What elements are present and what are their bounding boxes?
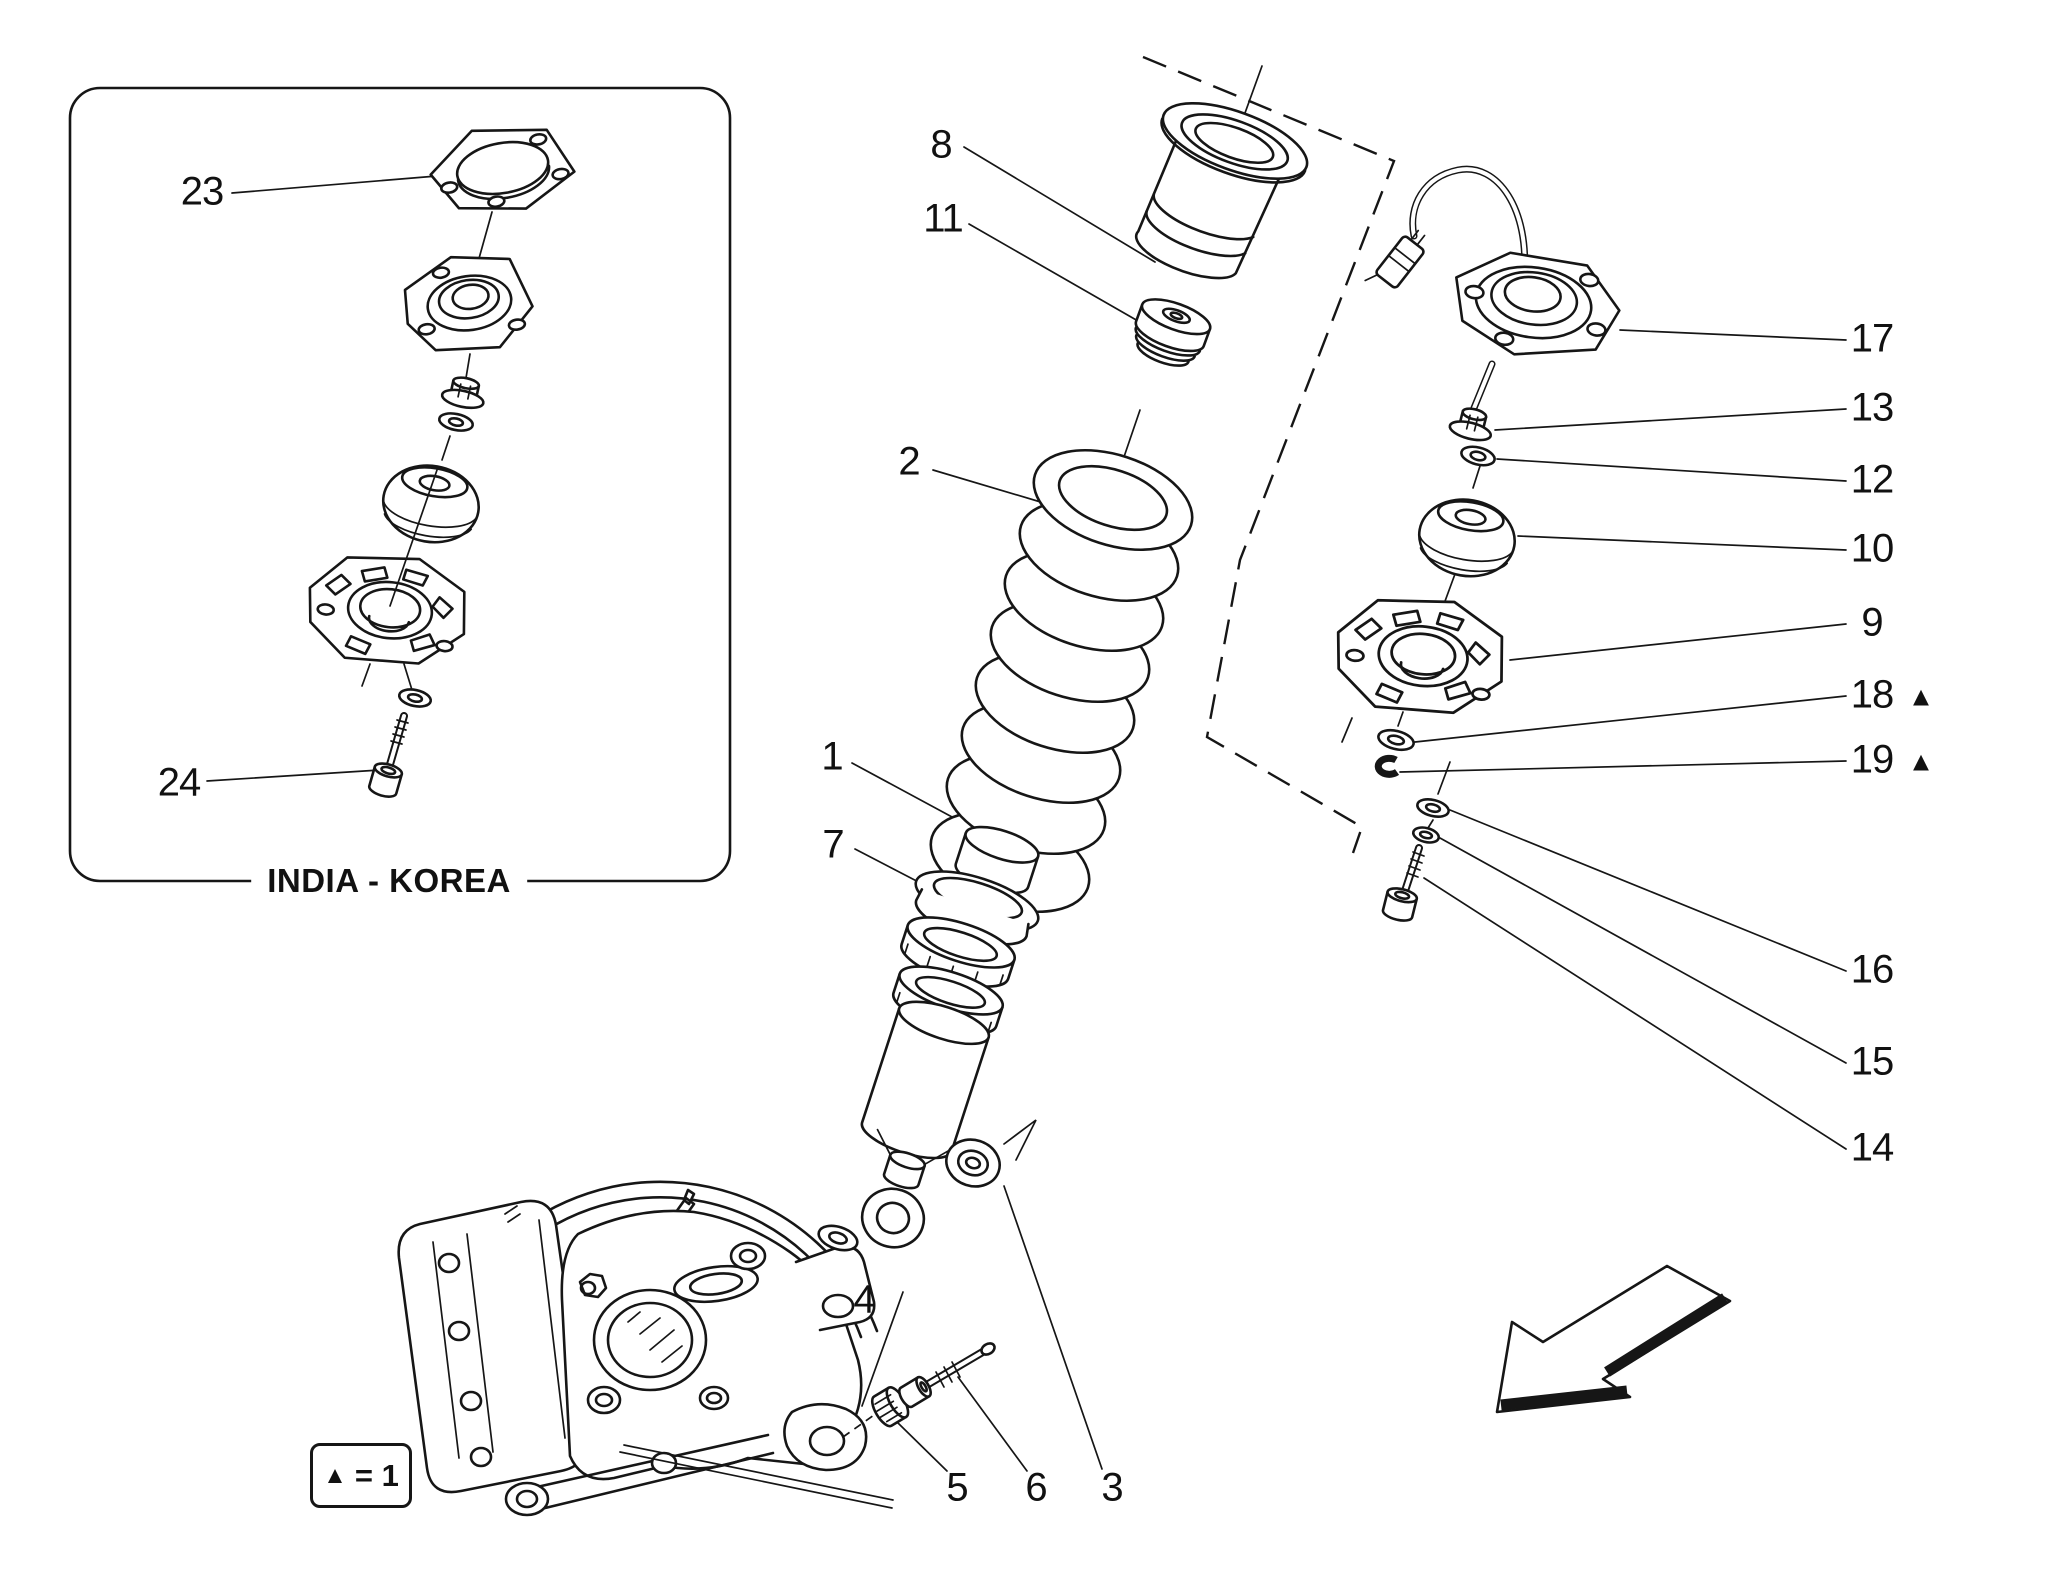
callout-23: 23 [180,169,224,214]
inset-rubber-buffer [381,464,480,544]
inset-axis-line-5 [361,663,413,691]
callout-1: 1 [821,734,843,779]
inset-top-plate-part23 [429,128,576,210]
threaded-plug-part11 [1134,298,1212,367]
legend-box: ▲ = 1 [310,1443,412,1508]
inset-axis-line-4 [389,469,438,607]
callout-13: 13 [1850,385,1894,430]
right-axis-line-4 [1437,761,1451,795]
snap-ring-part19 [1374,754,1400,778]
inset-bolt-part24 [367,712,409,798]
bolt-axis-dashed [842,1414,875,1438]
inset-washer-2 [397,688,433,708]
shock-eye [860,1187,926,1249]
insert-direction-arrow [1003,1119,1037,1161]
inset-region-label: INDIA - KOREA [251,862,527,900]
brake-caliper [397,1199,588,1494]
callout-19: 19 [1850,737,1894,782]
callout-18: 18 [1850,672,1894,717]
inset-strut-mount [403,255,534,352]
flange-nut-part13 [1448,407,1493,442]
legend-triangle-icon: ▲ [323,1461,347,1489]
sensor-mount-part17 [1364,165,1621,412]
callout-7: 7 [822,822,844,867]
inset-axis-line [477,211,493,263]
callout-4: 4 [853,1277,875,1322]
inset-flange-nut [440,376,485,410]
dust-cover-part8 [1134,102,1309,280]
callout-12: 12 [1850,457,1894,502]
callout-11: 11 [923,196,964,241]
callout-15: 15 [1850,1039,1894,1084]
callout-9: 9 [1861,600,1883,645]
rubber-buffer-part10 [1417,498,1516,578]
inset-washer [437,412,475,432]
shock-absorber-part1 [860,825,1040,1249]
right-axis-line-1 [1472,465,1481,489]
callout-16: 16 [1850,947,1894,992]
callout-8: 8 [930,122,952,167]
washer-part12 [1460,445,1496,467]
wheel-hub-brake-art [397,1180,904,1517]
callout-3: 3 [1101,1465,1123,1510]
inset-axis-line-3 [441,435,451,461]
callout-18-triangle-marker: ▲ [1907,681,1935,712]
washer-part18 [1377,728,1415,752]
eye-bushing-part3 [945,1138,1001,1188]
bolt-part6 [898,1342,996,1409]
right-axis-line-5 [1427,819,1434,829]
coil-spring-part2 [929,448,1194,914]
callout-17: 17 [1850,316,1894,361]
flange-plate-part9 [1336,598,1504,715]
washer-part4 [817,1224,859,1252]
inset-axis-line-2 [465,353,471,379]
callout-2: 2 [898,439,920,484]
direction-arrow [1495,1264,1732,1414]
callout-14: 14 [1850,1125,1894,1170]
right-axis-line-3 [1341,711,1404,743]
inset-flange-plate [308,556,466,665]
callout-6: 6 [1025,1465,1047,1510]
legend-value: = 1 [354,1457,399,1493]
callout-10: 10 [1850,526,1894,571]
callout-19-triangle-marker: ▲ [1907,746,1935,777]
bolt-part14 [1381,844,1425,922]
washer-part16 [1416,798,1450,818]
callout-5: 5 [946,1465,968,1510]
washer-part15 [1411,826,1441,844]
callout-24: 24 [157,760,201,805]
